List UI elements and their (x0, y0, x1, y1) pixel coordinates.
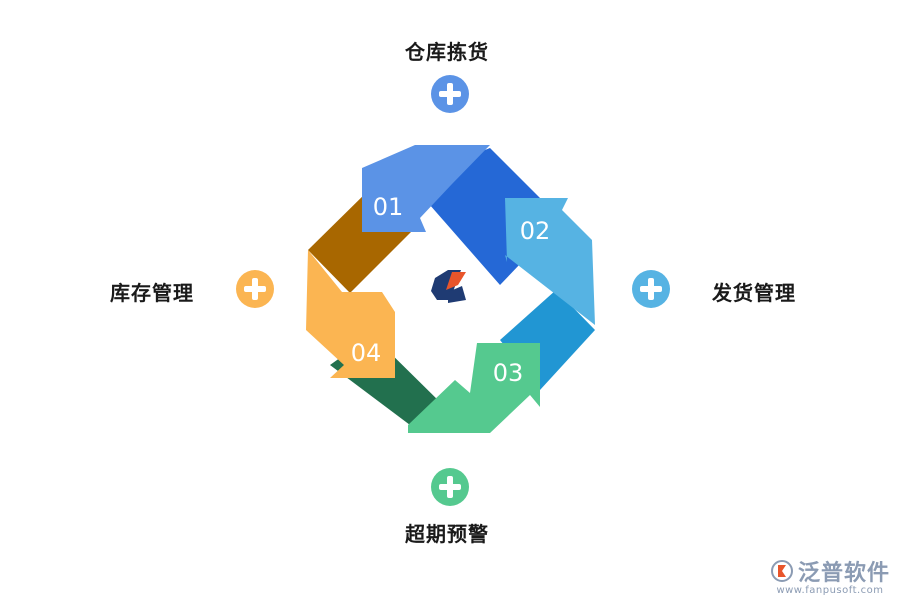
plus-circle-icon (632, 270, 670, 308)
brand-url: www.fanpusoft.com (776, 585, 884, 596)
step-03-number: 03 (493, 359, 524, 387)
arrow-segment-01 (362, 145, 490, 232)
step-02-label: 发货管理 (712, 281, 796, 305)
brand-name: 泛普软件 (797, 561, 890, 586)
step-01-label: 仓库拣货 (405, 40, 489, 64)
fanpu-logo-icon (431, 270, 466, 303)
arrow-segment-03 (408, 343, 540, 433)
plus-circle-icon (431, 468, 469, 506)
plus-circle-icon (236, 270, 274, 308)
arrow-segment-02 (505, 198, 595, 325)
arrow-segment-04 (306, 250, 395, 378)
step-04-number: 04 (351, 339, 382, 367)
fanpu-brand-icon (770, 560, 793, 582)
step-03-label: 超期预警 (405, 522, 489, 546)
step-04-label: 库存管理 (110, 281, 194, 305)
brand-watermark: 泛普软件 www.fanpusoft.com (770, 555, 890, 596)
step-01-number: 01 (373, 193, 404, 221)
plus-circle-icon (431, 75, 469, 113)
step-02-number: 02 (520, 217, 551, 245)
